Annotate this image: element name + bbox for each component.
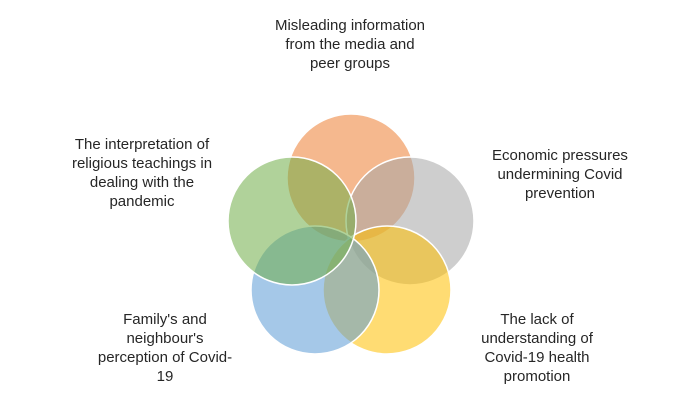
venn-label-religious-teachings: The interpretation of religious teaching… [71,136,213,210]
venn-label-economic-pressures: Economic pressures undermining Covid pre… [492,147,628,202]
venn-circle-religious-teachings [227,156,357,286]
venn-label-family-neighbour-perception: Family's and neighbour's perception of C… [97,311,233,385]
venn-label-lack-of-understanding: The lack of understanding of Covid-19 he… [481,311,593,385]
venn-label-misleading-information: Misleading information from the media an… [274,17,426,72]
